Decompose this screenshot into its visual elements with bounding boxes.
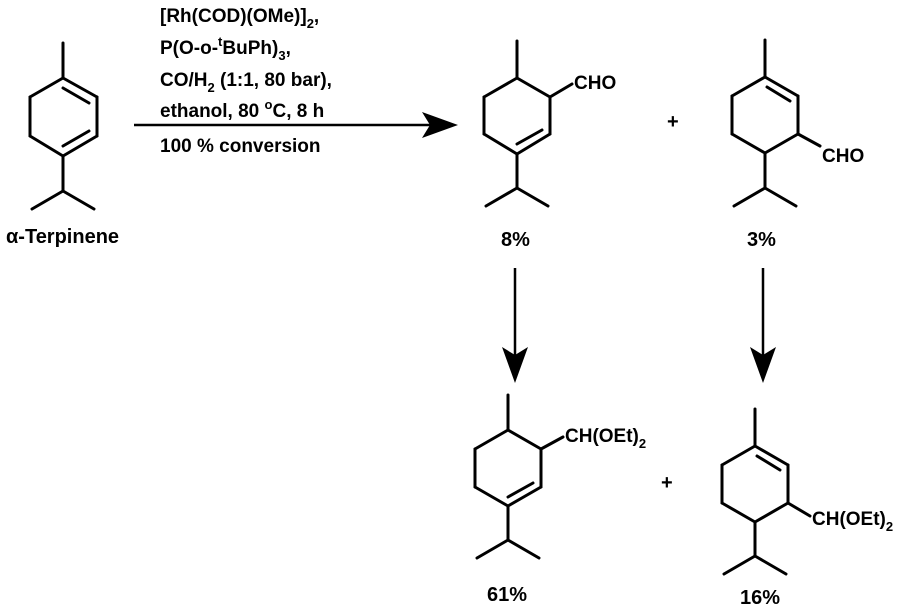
acetal-2-yield: 16% [740,587,780,609]
aldehyde-1-group: CHO [574,73,616,94]
plus-sign-top: + [667,111,679,133]
plus-sign-bottom: + [661,472,673,494]
acetal-1-yield: 61% [487,584,527,606]
aldehyde-2-group: CHO [822,146,864,167]
acetal-2-group: CH(OEt)2 [812,509,893,534]
condition-gas: CO/H2 (1:1, 80 bar), [160,70,332,95]
aldehyde-2-yield: 3% [747,229,776,251]
aldehyde-product-2-structure [730,38,822,208]
alpha-terpinene-structure [28,41,99,211]
condition-ligand: P(O-o-tBuPh)3, [160,34,291,63]
acetal-product-1-structure [473,393,565,560]
acetal-product-2-structure [720,407,812,576]
condition-catalyst: [Rh(COD)(OMe)]2, [160,6,319,31]
aldehyde-1-yield: 8% [501,229,530,251]
down-arrow-1 [502,268,528,383]
reaction-conditions: [Rh(COD)(OMe)]2, P(O-o-tBuPh)3, CO/H2 (1… [160,6,332,157]
condition-conversion: 100 % conversion [160,136,321,157]
acetal-1-group: CH(OEt)2 [565,426,646,451]
reaction-arrow [134,112,458,138]
down-arrow-2 [750,268,776,383]
condition-solvent-temp-time: ethanol, 80 oC, 8 h [160,97,324,122]
starting-material-label: α-Terpinene [6,226,119,248]
aldehyde-product-1-structure [482,39,574,208]
